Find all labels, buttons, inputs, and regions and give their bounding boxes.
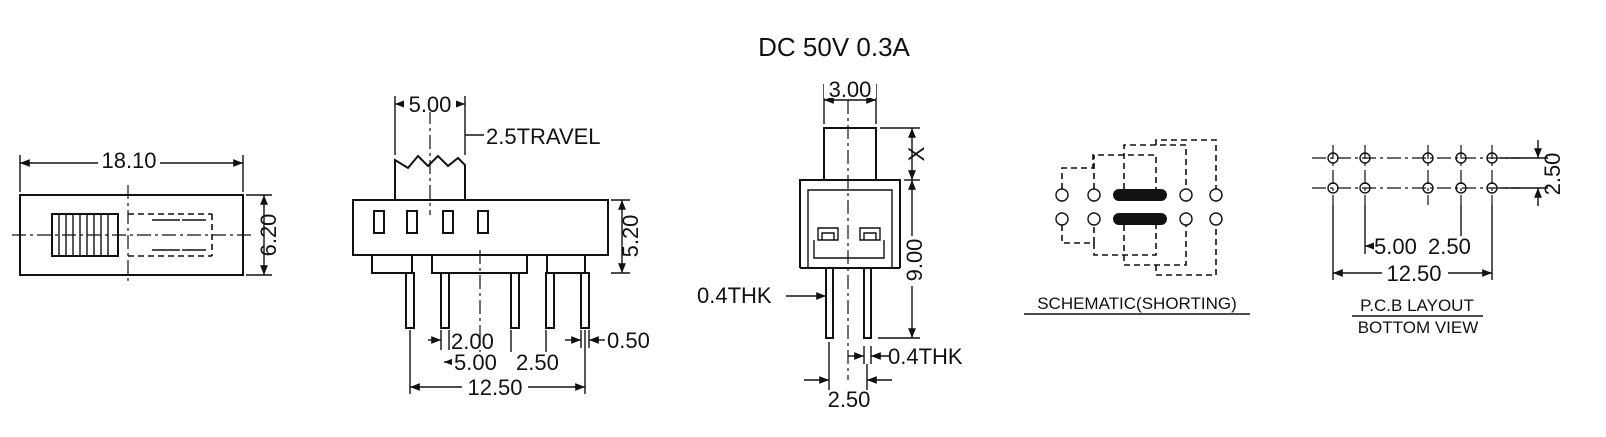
side-overall: 12.50 (467, 375, 522, 400)
end-thk-left: 0.4THK (697, 283, 772, 308)
top-view: 18.10 6.20 (12, 148, 281, 285)
end-height-dim: 9.00 (902, 239, 927, 282)
side-view: 5.00 2.5TRAVEL 5.20 0.50 2.00 5.00 2.50 … (352, 92, 650, 400)
x-label: X (904, 146, 929, 161)
top-width-dim: 18.10 (101, 148, 156, 173)
pcb-layout: 2.50 5.00 2.50 12.50 P.C.B LAYOUT BOTTOM… (1312, 140, 1565, 337)
pcb-row-pitch: 2.50 (1540, 153, 1565, 196)
rating-title: DC 50V 0.3A (758, 32, 910, 62)
side-pin-thk: 0.50 (607, 328, 650, 353)
end-view: 3.00 X 9.00 0.4THK 0.4THK 2.50 (697, 77, 963, 412)
actuator-dim: 5.00 (409, 92, 452, 117)
pcb-overall: 12.50 (1386, 261, 1441, 286)
pcb-pitch-b: 2.50 (1428, 234, 1471, 259)
knob-dim: 3.00 (829, 77, 872, 102)
side-pitch-a: 5.00 (454, 350, 497, 375)
schematic-caption: SCHEMATIC(SHORTING) (1037, 294, 1237, 313)
end-thk-right: 0.4THK (888, 344, 963, 369)
pcb-caption-2: BOTTOM VIEW (1358, 318, 1479, 337)
schematic: SCHEMATIC(SHORTING) (1024, 139, 1250, 315)
pcb-pitch-a: 5.00 (1374, 234, 1417, 259)
top-height-dim: 6.20 (256, 214, 281, 257)
end-pin-pitch: 2.50 (828, 387, 871, 412)
side-height-dim: 5.20 (618, 215, 643, 258)
side-pin-gap: 2.00 (451, 329, 494, 354)
travel-label: 2.5TRAVEL (486, 124, 601, 149)
pcb-caption-1: P.C.B LAYOUT (1360, 296, 1474, 315)
side-pitch-b: 2.50 (516, 350, 559, 375)
